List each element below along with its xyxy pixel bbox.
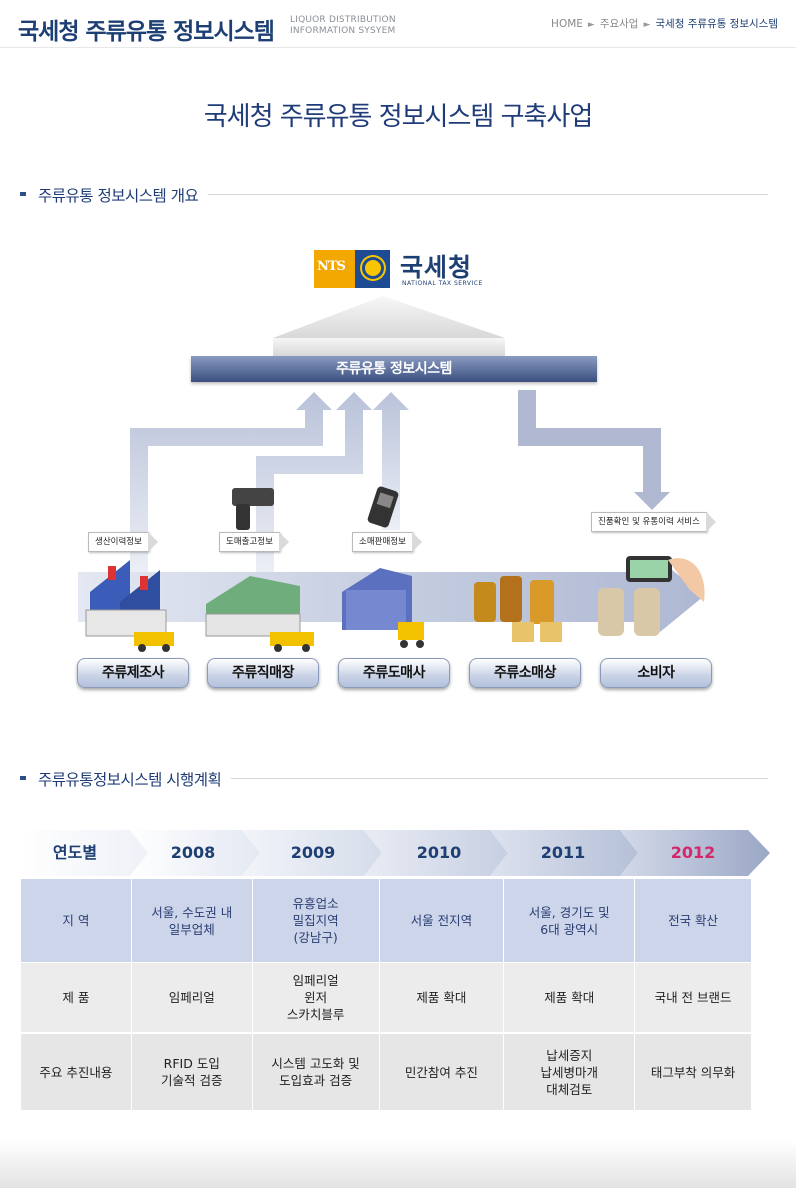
section-bullet-icon: [20, 192, 26, 196]
section-plan-heading: 주류유통정보시스템 시행계획: [18, 768, 768, 790]
table-cell: 제품 확대: [504, 962, 635, 1032]
section-divider: [38, 778, 768, 779]
table-cell: 전국 확산: [635, 879, 751, 962]
breadcrumb: HOME ► 주요사업 ► 국세청 주류유통 정보시스템: [551, 16, 778, 31]
plan-corner-label: 연도별: [52, 843, 98, 862]
row-header-region: 지 역: [21, 879, 131, 962]
nts-agency-name-en: NATIONAL TAX SERVICE: [402, 280, 483, 287]
plan-year-2011: 2011: [540, 843, 586, 862]
actor-wholesaler: 주류도매사: [338, 658, 450, 688]
site-subtitle: LIQUOR DISTRIBUTION INFORMATION SYSYEM: [290, 15, 396, 37]
table-cell: 임페리얼: [131, 962, 252, 1032]
section-overview-heading: 주류유통 정보시스템 개요: [18, 184, 768, 206]
plan-year-2009: 2009: [290, 843, 336, 862]
to-nts-arrow: [273, 296, 505, 338]
actor-consumer: 소비자: [600, 658, 712, 688]
wholesale-building-icon: [342, 568, 424, 648]
plan-year-2008: 2008: [170, 843, 216, 862]
table-cell: 국내 전 브랜드: [635, 962, 751, 1032]
table-cell: 제품 확대: [379, 962, 504, 1032]
plan-year-header: 연도별 2008 2009 2010 2011 2012: [20, 830, 772, 878]
site-subtitle-line2: INFORMATION SYSYEM: [290, 26, 396, 36]
downflow-consumer-arrow: [518, 390, 670, 510]
year-chevrons: [20, 830, 770, 876]
factory-icon: [85, 560, 174, 652]
site-subtitle-line1: LIQUOR DISTRIBUTION: [290, 15, 396, 25]
section-plan-label: 주류유통정보시스템 시행계획: [38, 768, 232, 790]
info-tag-production: 생산이력정보: [88, 532, 158, 552]
warehouse-icon: [205, 576, 314, 652]
page-header: 국세청 주류유통 정보시스템 LIQUOR DISTRIBUTION INFOR…: [0, 0, 796, 48]
actor-direct-store: 주류직매장: [207, 658, 319, 688]
row-header-product: 제 품: [21, 962, 131, 1032]
info-tag-wholesale-shipment: 도매출고정보: [219, 532, 289, 552]
plan-year-2010: 2010: [416, 843, 462, 862]
row-header-tasks: 주요 추진내용: [21, 1032, 131, 1110]
plan-year-2012: 2012: [670, 843, 716, 862]
actor-manufacturer: 주류제조사: [77, 658, 189, 688]
actor-retailer: 주류소매상: [469, 658, 581, 688]
info-tag-authenticity-service: 진품확인 및 유통이력 서비스: [591, 512, 716, 532]
breadcrumb-home-link[interactable]: HOME: [551, 18, 583, 30]
table-cell: 서울 전지역: [379, 879, 504, 962]
chevron-right-icon: ►: [643, 20, 651, 30]
nts-logo: NTS: [314, 250, 390, 288]
info-tag-retail-sales: 소매판매정보: [352, 532, 422, 552]
section-divider: [38, 194, 768, 195]
upflow-manufacturer-arrow: [130, 392, 332, 572]
handheld-terminal-icon: [367, 486, 399, 528]
section-overview-label: 주류유통 정보시스템 개요: [38, 184, 209, 206]
chevron-right-icon: ►: [587, 20, 595, 30]
page-title: 국세청 주류유통 정보시스템 구축사업: [203, 102, 594, 132]
footer-gradient: [0, 1140, 796, 1188]
upflow-directstore-arrow: [256, 392, 372, 572]
barcode-scanner-icon: [232, 488, 274, 530]
nts-agency-name: 국세청: [400, 253, 473, 282]
liquor-bottles-icon: [474, 576, 562, 642]
diagram-arrows: [78, 296, 705, 652]
breadcrumb-business-link[interactable]: 주요사업: [599, 18, 639, 30]
site-title: 국세청 주류유통 정보시스템: [18, 19, 275, 45]
overview-diagram: NTS 국세청 NATIONAL TAX SERVICE 주류유통 정보시스템 …: [0, 230, 796, 700]
table-cell: 태그부착 의무화: [635, 1032, 751, 1110]
nts-logo-text: NTS: [317, 259, 346, 274]
section-bullet-icon: [20, 776, 26, 780]
smartphone-scan-icon: [598, 556, 705, 636]
nts-emblem-icon: [355, 250, 390, 288]
system-label: 주류유통 정보시스템: [191, 356, 597, 382]
table-cell: 민간참여 추진: [379, 1032, 504, 1110]
breadcrumb-current: 국세청 주류유통 정보시스템: [655, 18, 778, 30]
